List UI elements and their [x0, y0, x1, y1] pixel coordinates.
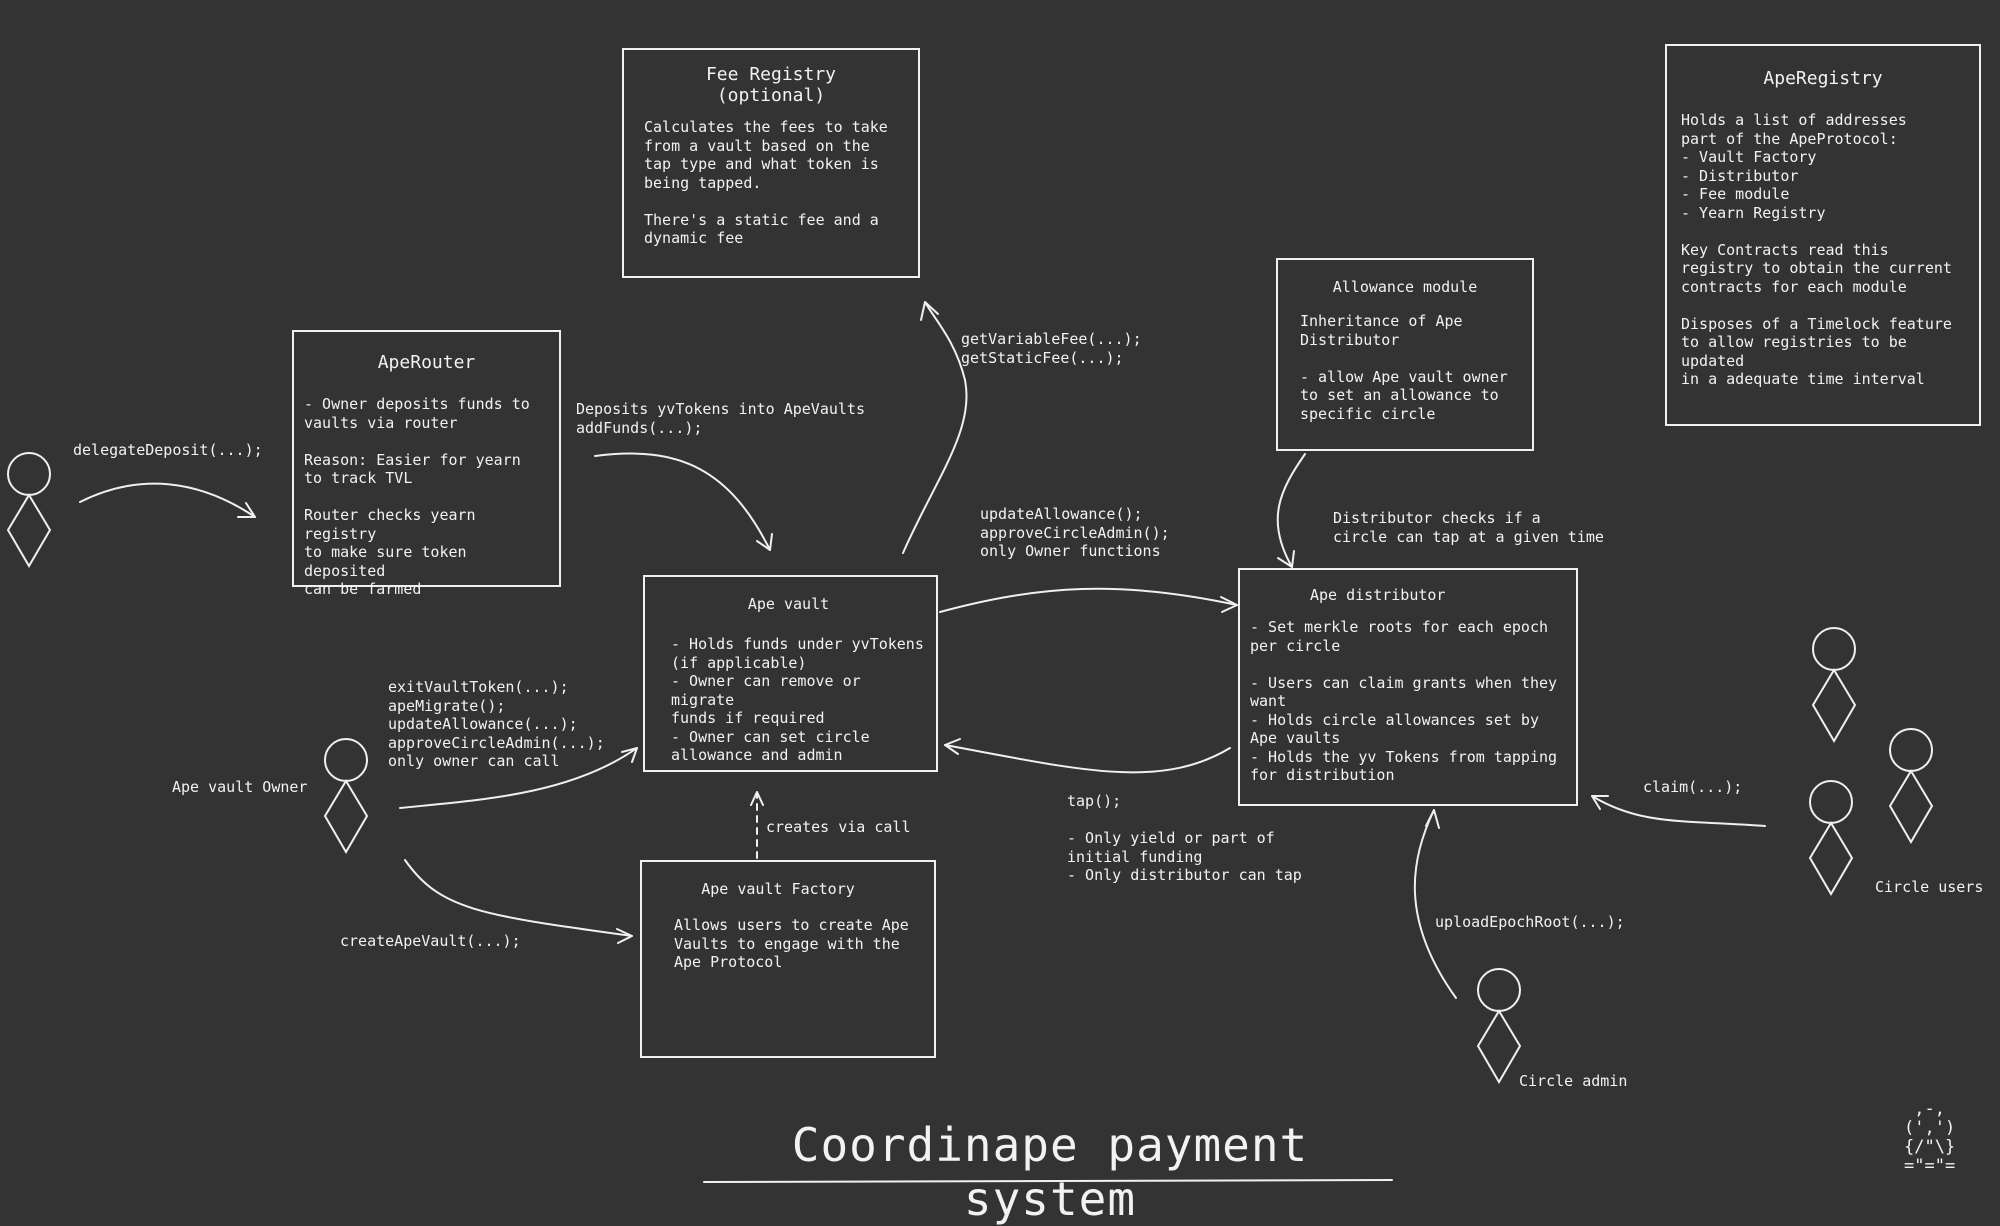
ape-registry-box: ApeRegistry Holds a list of addresses pa…	[1665, 44, 1981, 426]
ape-router-title: ApeRouter	[377, 352, 476, 373]
deposits-label: Deposits yvTokens into ApeVaults addFund…	[576, 400, 865, 437]
fee-calls-label: getVariableFee(...); getStaticFee(...);	[961, 330, 1142, 367]
claim-label: claim(...);	[1643, 778, 1743, 796]
circle-admin-label: Circle admin	[1519, 1072, 1628, 1090]
ape-vault-description: - Holds funds under yvTokens (if applica…	[671, 635, 924, 764]
ape-registry-description: Holds a list of addresses part of the Ap…	[1681, 111, 1952, 388]
ape-vault-owner-label: Ape vault Owner	[172, 778, 308, 796]
ape-vault-factory-box: Ape vault Factory Allows users to create…	[640, 860, 936, 1058]
allowance-module-box: Allowance module Inheritance of Ape Dist…	[1276, 258, 1534, 451]
ape-vault-factory-title: Ape vault Factory	[701, 880, 855, 898]
ape-registry-title: ApeRegistry	[1763, 68, 1883, 89]
circle-user-actor-icon	[1888, 728, 1934, 844]
allowance-module-title: Allowance module	[1332, 278, 1478, 296]
create-ape-vault-label: createApeVault(...);	[340, 932, 521, 950]
delegate-deposit-arrow	[79, 482, 256, 518]
ape-vault-factory-description: Allows users to create Ape Vaults to eng…	[674, 916, 909, 971]
fee-registry-arrow	[902, 301, 968, 554]
owner-to-vault-arrow	[399, 747, 638, 809]
ape-distributor-box: Ape distributor - Set merkle roots for e…	[1238, 568, 1578, 806]
fee-registry-description: Calculates the fees to take from a vault…	[644, 118, 888, 247]
owner-to-factory-arrow	[404, 859, 633, 944]
owner-calls-label: exitVaultToken(...); apeMigrate(); updat…	[388, 678, 605, 770]
fee-registry-box: Fee Registry (optional) Calculates the f…	[622, 48, 920, 278]
ape-distributor-title: Ape distributor	[1310, 586, 1446, 604]
delegate-deposit-label: delegateDeposit(...);	[73, 441, 263, 459]
circle-user-actor-icon	[1811, 627, 1857, 743]
update-allowance-label: updateAllowance(); approveCircleAdmin();…	[980, 505, 1170, 560]
update-allowance-arrow	[939, 587, 1238, 613]
ape-vault-box: Ape vault - Holds funds under yvTokens (…	[643, 575, 938, 772]
factory-creates-vault-arrow	[750, 791, 764, 859]
ape-router-description: - Owner deposits funds to vaults via rou…	[304, 395, 530, 598]
circle-users-label: Circle users	[1875, 878, 1984, 896]
distributor-checks-label: Distributor checks if a circle can tap a…	[1333, 509, 1604, 546]
tap-label: tap(); - Only yield or part of initial f…	[1067, 792, 1302, 884]
upload-epoch-root-label: uploadEpochRoot(...);	[1435, 913, 1625, 931]
claim-arrow	[1591, 795, 1766, 827]
deposits-arrow	[594, 452, 773, 551]
creates-via-call-label: creates via call	[766, 818, 911, 836]
tap-arrow	[944, 738, 1231, 774]
ape-vault-owner-actor-icon	[323, 738, 369, 854]
circle-user-actor-icon	[1808, 780, 1854, 896]
fee-registry-title: Fee Registry (optional)	[705, 64, 837, 106]
depositor-actor-icon	[6, 452, 52, 568]
title-underline	[703, 1179, 1393, 1183]
diagram-title: Coordinape payment system	[791, 1118, 1309, 1226]
allowance-module-description: Inheritance of Ape Distributor - allow A…	[1300, 312, 1508, 423]
ape-distributor-description: - Set merkle roots for each epoch per ci…	[1250, 618, 1558, 784]
ape-router-box: ApeRouter - Owner deposits funds to vaul…	[292, 330, 561, 598]
allowance-module-arrow	[1276, 453, 1306, 568]
ape-vault-title: Ape vault	[747, 595, 830, 613]
ape-logo-icon: ,-, (',') {/"\} ="="=	[1904, 1099, 1956, 1176]
circle-admin-actor-icon	[1476, 968, 1522, 1084]
upload-epoch-root-arrow	[1413, 809, 1457, 999]
